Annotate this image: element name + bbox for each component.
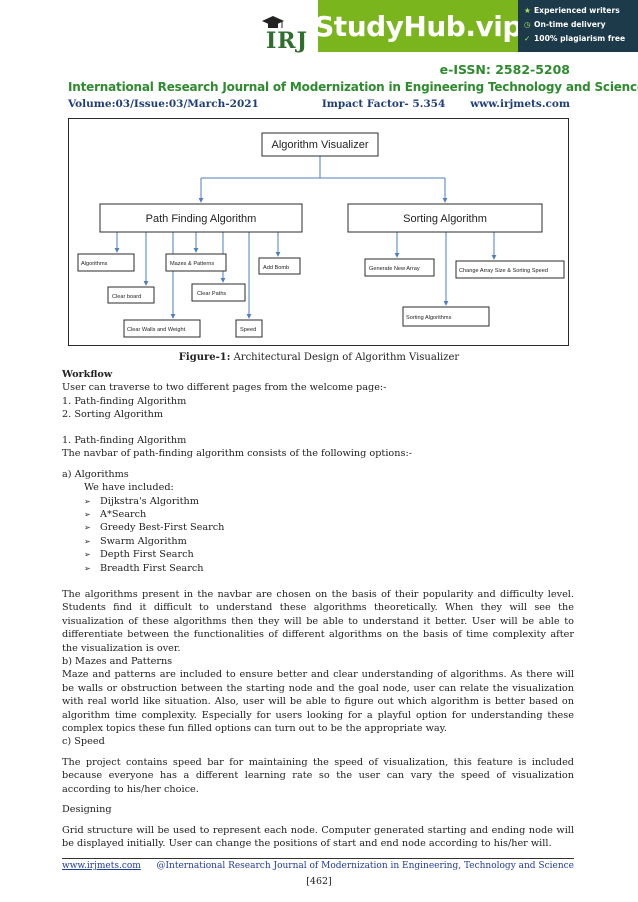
- badge-icon: ✓: [524, 34, 531, 43]
- paragraph: The project contains speed bar for maint…: [62, 756, 574, 795]
- issue-meta: Volume:03/Issue:03/March-2021 Impact Fac…: [68, 98, 570, 110]
- architecture-diagram: Algorithm Visualizer Path Finding Algori…: [68, 118, 569, 346]
- promo-brand-text: StudyHub.vip: [314, 9, 522, 43]
- workflow-heading: Workflow: [62, 369, 113, 380]
- root-node: [261, 132, 379, 157]
- journal-logo: IRJ: [256, 16, 320, 56]
- promo-feature: ★Experienced writers: [524, 4, 634, 18]
- arrow-bullet-icon: ➢: [84, 523, 91, 533]
- content-section: The algorithms present in the navbar are…: [62, 588, 574, 850]
- algorithm-list: ➢Dijkstra's Algorithm ➢A*Search ➢Greedy …: [62, 495, 574, 575]
- list-item: ➢Greedy Best-First Search: [84, 522, 225, 534]
- clear-walls-node: Clear Walls and Weight: [127, 327, 186, 333]
- clear-paths-node: Clear Paths: [197, 291, 226, 297]
- pathfinding-section: 1. Path-finding Algorithm The navbar of …: [62, 434, 574, 575]
- figure-caption: Figure-1: Architectural Design of Algori…: [0, 352, 638, 363]
- add-bomb-node: Add Bomb: [263, 265, 289, 271]
- subsection-b: b) Mazes and Patterns: [62, 656, 173, 668]
- speed-node: Speed: [240, 327, 256, 333]
- promo-brand[interactable]: StudyHub.vip: [314, 0, 522, 52]
- list-item: ➢A*Search: [84, 509, 147, 521]
- paragraph: The algorithms present in the navbar are…: [62, 589, 574, 654]
- designing-heading: Designing: [62, 804, 112, 816]
- subsection-a-intro: We have included:: [84, 482, 174, 494]
- algorithms-node: Algorithms: [81, 261, 108, 267]
- arrow-bullet-icon: ➢: [84, 536, 91, 546]
- list-item: ➢Depth First Search: [84, 549, 194, 561]
- paragraph: Maze and patterns are included to ensure…: [62, 669, 574, 735]
- subsection-c: c) Speed: [62, 736, 105, 748]
- clear-board-node: Clear board: [112, 294, 141, 300]
- page-number: [462]: [306, 876, 332, 887]
- paragraph: Grid structure will be used to represent…: [62, 824, 574, 849]
- caption-text: Architectural Design of Algorithm Visual…: [230, 352, 460, 363]
- sorting-label: Sorting Algorithm: [403, 213, 487, 225]
- section-title: 1. Path-finding Algorithm: [62, 435, 187, 446]
- promo-features: ★Experienced writers ◷On-time delivery ✓…: [518, 0, 638, 52]
- issn: e-ISSN: 2582-5208: [439, 62, 570, 77]
- subsection-a: a) Algorithms: [62, 468, 129, 480]
- promo-banner[interactable]: StudyHub.vip ★Experienced writers ◷On-ti…: [314, 0, 638, 52]
- impact-factor: Impact Factor- 5.354: [321, 98, 446, 110]
- path-finding-label: Path Finding Algorithm: [146, 213, 257, 225]
- arrow-bullet-icon: ➢: [84, 550, 91, 560]
- workflow-item: 1. Path-finding Algorithm: [62, 395, 187, 407]
- journal-title: International Research Journal of Modern…: [68, 80, 638, 94]
- clock-icon: ◷: [524, 20, 531, 29]
- mazes-node: Mazes & Patterns: [170, 261, 214, 267]
- caption-label: Figure-1:: [178, 352, 231, 363]
- volume-info: Volume:03/Issue:03/March-2021: [68, 98, 259, 110]
- workflow-intro: User can traverse to two different pages…: [62, 382, 387, 394]
- footer: www.irjmets.com @International Research …: [62, 861, 574, 871]
- footer-link[interactable]: www.irjmets.com: [62, 861, 141, 871]
- journal-website[interactable]: www.irjmets.com: [470, 98, 570, 110]
- logo-letters: IRJ: [266, 28, 308, 54]
- change-array-node: Change Array Size & Sorting Speed: [459, 268, 548, 274]
- workflow-section: Workflow User can traverse to two differ…: [62, 368, 574, 422]
- arrow-bullet-icon: ➢: [84, 510, 91, 520]
- workflow-item: 2. Sorting Algorithm: [62, 409, 164, 421]
- list-item: ➢Dijkstra's Algorithm: [84, 495, 199, 507]
- sorting-algorithms-node: Sorting Algorithms: [406, 315, 452, 321]
- list-item: ➢Swarm Algorithm: [84, 535, 187, 547]
- star-icon: ★: [524, 6, 531, 15]
- graduation-cap-icon: [262, 16, 284, 28]
- promo-feature: ✓100% plagiarism free: [524, 32, 634, 46]
- path-finding-node: [99, 203, 303, 233]
- footer-copyright: @International Research Journal of Moder…: [156, 861, 575, 871]
- generate-array-node: Generate New Array: [369, 266, 420, 272]
- root-node-label: Algorithm Visualizer: [271, 139, 368, 151]
- section-intro: The navbar of path-finding algorithm con…: [62, 448, 413, 460]
- promo-feature: ◷On-time delivery: [524, 18, 634, 32]
- footer-divider: [62, 858, 574, 859]
- arrow-bullet-icon: ➢: [84, 496, 91, 506]
- arrow-bullet-icon: ➢: [84, 563, 91, 573]
- list-item: ➢Breadth First Search: [84, 562, 204, 574]
